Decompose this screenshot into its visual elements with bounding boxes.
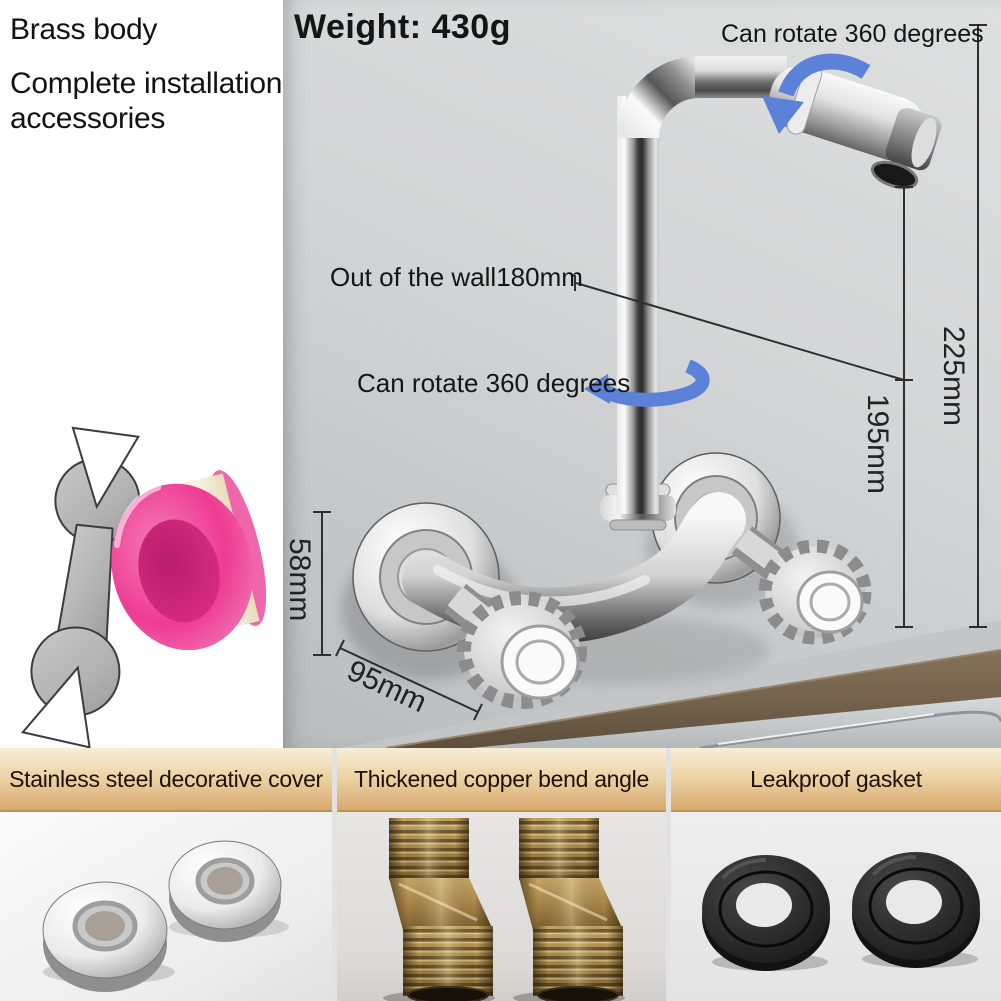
- dimension-195mm: 195mm: [861, 394, 894, 495]
- chrome-cover-icon: [168, 840, 289, 942]
- column-decorative-cover: Stainless steel decorative cover: [0, 748, 332, 1001]
- accessories-illustration: [20, 426, 267, 748]
- dimension-225mm: 225mm: [937, 326, 970, 427]
- column-bend-angle: Thickened copper bend angle: [337, 748, 666, 1001]
- brass-fittings-photo: [337, 812, 666, 1001]
- feature-columns: Stainless steel decorative cover: [0, 748, 1001, 1001]
- column-gasket: Leakproof gasket: [671, 748, 1001, 1001]
- wall-out-label: Out of the wall180mm: [330, 262, 583, 292]
- brass-fitting-icon: [513, 818, 625, 1001]
- rotate-top-label: Can rotate 360 degrees: [721, 20, 984, 48]
- column-header: Stainless steel decorative cover: [0, 748, 332, 812]
- rubber-gasket-icon: [702, 855, 830, 971]
- left-panel: Brass body Complete installation accesso…: [0, 0, 283, 748]
- weight-label: Weight: 430g: [294, 8, 511, 46]
- column-header: Thickened copper bend angle: [337, 748, 666, 812]
- rubber-gasket-icon: [852, 852, 980, 968]
- dimension-58mm: 58mm: [283, 538, 316, 622]
- thread-seal-tape-icon: [111, 470, 267, 651]
- feature-brass-body: Brass body: [10, 13, 158, 46]
- chrome-covers-photo: [0, 812, 332, 1001]
- chrome-cover-icon: [42, 881, 175, 992]
- rotate-mid-label: Can rotate 360 degrees: [357, 368, 631, 398]
- feature-accessories: Complete installation accessories: [10, 67, 283, 135]
- column-header: Leakproof gasket: [671, 748, 1001, 812]
- brass-fitting-icon: [383, 818, 495, 1001]
- rubber-gaskets-photo: [671, 812, 1001, 1001]
